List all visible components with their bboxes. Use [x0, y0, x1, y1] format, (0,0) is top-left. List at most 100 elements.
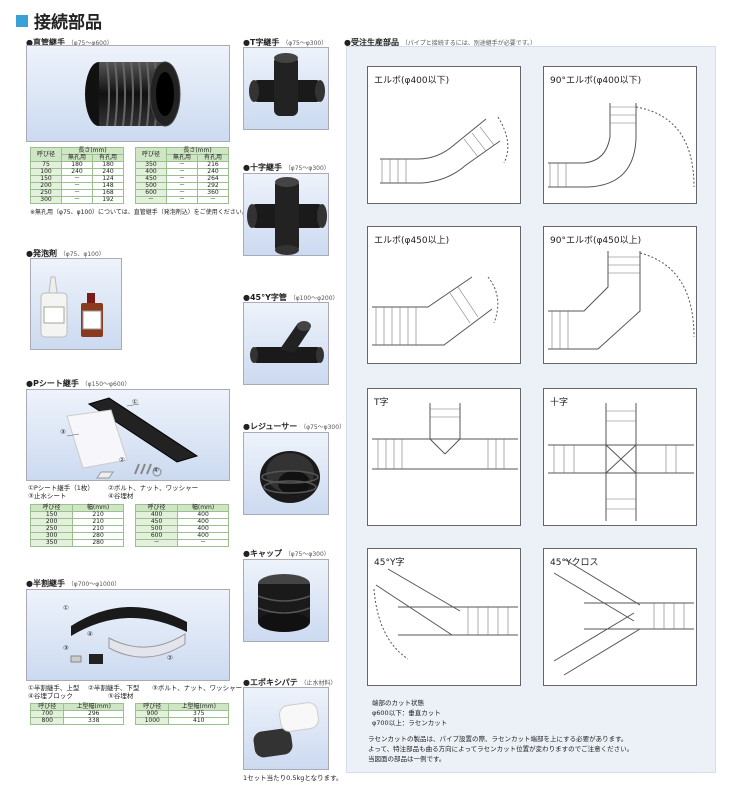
half-legend-2: ②半割継手、下型: [88, 684, 140, 692]
cut-vertical: φ600以下：垂直カット: [372, 709, 441, 717]
90elbow-small-diagram: [548, 103, 695, 188]
panel-cross: 十字: [543, 388, 697, 526]
foam-photo: [30, 258, 122, 350]
tee-diagram: [372, 403, 518, 470]
psheet-legend-3: ③止水シート: [28, 492, 67, 500]
table-cell: 192: [92, 196, 124, 204]
table-cell: －: [197, 196, 229, 204]
cut-title: 端部のカット状態: [372, 699, 424, 707]
panel-label: エルボ(φ400以下): [374, 76, 450, 86]
custom-note-3: 当図面の部品は一例です。: [368, 755, 446, 763]
table-cell: 280: [72, 539, 124, 547]
elbow-small-diagram: [380, 116, 509, 184]
tee-image: [249, 53, 325, 116]
half-legend-5: ⑤谷埋材: [108, 692, 134, 700]
panel-label: 45°Y字: [374, 558, 405, 568]
psheet-heading: ●Pシート継手 （φ150～φ600）: [26, 379, 131, 388]
epoxy-note: 1セット当たり0.5kgとなります。: [243, 774, 343, 782]
cross-image: [247, 177, 327, 255]
custom-heading: ●受注生産部品 （パイプと接続するには、別途継手が必要です。）: [344, 38, 537, 47]
tee-heading: ●T字継手 （φ75～φ300）: [243, 38, 328, 47]
table-cell: －: [134, 539, 179, 547]
page-title: 接続部品: [16, 8, 102, 33]
y45-diagram: [373, 568, 518, 660]
half-joint-image: [70, 606, 187, 664]
table-cell: 300: [30, 196, 62, 204]
table-cell: 338: [63, 717, 124, 725]
panel-label: 45°Yクロス: [550, 558, 599, 568]
half-legend-4: ④谷埋ブロック: [28, 692, 73, 700]
reducer-photo: [243, 432, 329, 515]
table-cell: 1000: [134, 717, 170, 725]
panel-label: 90°エルボ(φ450以上): [550, 236, 642, 246]
table-row: 300－192: [30, 196, 124, 204]
psheet-callout-1: ①: [132, 398, 138, 406]
psheet-legend-1: ①Pシート継手（1枚）: [28, 484, 94, 492]
psheet-callout-2: ②: [119, 456, 125, 464]
straight-note: ※無孔用（φ75、φ100）については、直管継手（発泡剤込）をご使用ください。: [30, 209, 248, 216]
panel-90elbow-small: 90°エルボ(φ400以下): [543, 66, 697, 204]
table-cell: －: [166, 196, 198, 204]
y45-image: [250, 321, 324, 363]
y45-photo: [243, 302, 329, 385]
straight-joint-image: [85, 61, 181, 127]
straight-joint-photo: [26, 45, 230, 142]
epoxy-heading: ●エポキシパテ （止水材料）: [243, 678, 337, 687]
half-legend-1: ①半割継手、上型: [28, 684, 80, 692]
panel-tee: T字: [367, 388, 521, 526]
reducer-heading: ●レジューサー （φ75～φ300）: [243, 422, 346, 431]
90elbow-large-diagram: [548, 251, 695, 350]
table-row: －－－: [135, 196, 229, 204]
panel-label: 十字: [550, 398, 569, 408]
reducer-image: [260, 451, 320, 503]
table-cell: －: [61, 196, 93, 204]
panel-elbow-large: エルボ(φ450以上): [367, 226, 521, 364]
psheet-image: [66, 397, 199, 479]
half-callout-1: ①: [63, 604, 69, 612]
table-cell: －: [177, 539, 229, 547]
table-cell: 350: [29, 539, 74, 547]
psheet-legend-2: ②ボルト、ナット、ワッシャー: [108, 484, 199, 492]
psheet-callout-3: ③: [60, 428, 66, 436]
y45-cross-diagram: [553, 558, 694, 676]
foam-heading: ●発泡剤 （φ75、φ100）: [26, 249, 105, 258]
tee-photo: [243, 47, 329, 130]
foam-bottles-image: [40, 276, 103, 338]
cap-heading: ●キャップ （φ75～φ300）: [243, 549, 330, 558]
custom-note-2: よって、特注部品も曲る方向によってラセンカット位置が変わりますのでご注意ください…: [368, 745, 634, 753]
panel-y45-cross: 45°Yクロス: [543, 548, 697, 686]
elbow-large-diagram: [372, 276, 499, 346]
half-callout-3: ③: [63, 644, 69, 652]
half-callout-4: ④: [87, 630, 93, 638]
half-joint-photo: ① ④ ③ ②: [26, 589, 230, 681]
epoxy-image: [253, 702, 319, 758]
panel-label: エルボ(φ450以上): [374, 236, 450, 246]
panel-elbow-small: エルボ(φ400以下): [367, 66, 521, 204]
cap-photo: [243, 559, 329, 642]
page-title-text: 接続部品: [34, 13, 102, 33]
table-cell: －: [135, 196, 167, 204]
title-marker-icon: [16, 14, 28, 27]
table-cell: 410: [168, 717, 229, 725]
half-legend-3: ③ボルト、ナット、ワッシャー: [152, 684, 243, 692]
custom-note-1: ラセンカットの製品は、パイプ設置の際、ラセンカット端部を上にする必要があります。: [368, 735, 628, 743]
half-callout-2: ②: [167, 654, 173, 662]
half-joint-heading: ●半割継手 （φ700～φ1000）: [26, 579, 121, 588]
panel-label: 90°エルボ(φ400以下): [550, 76, 642, 86]
